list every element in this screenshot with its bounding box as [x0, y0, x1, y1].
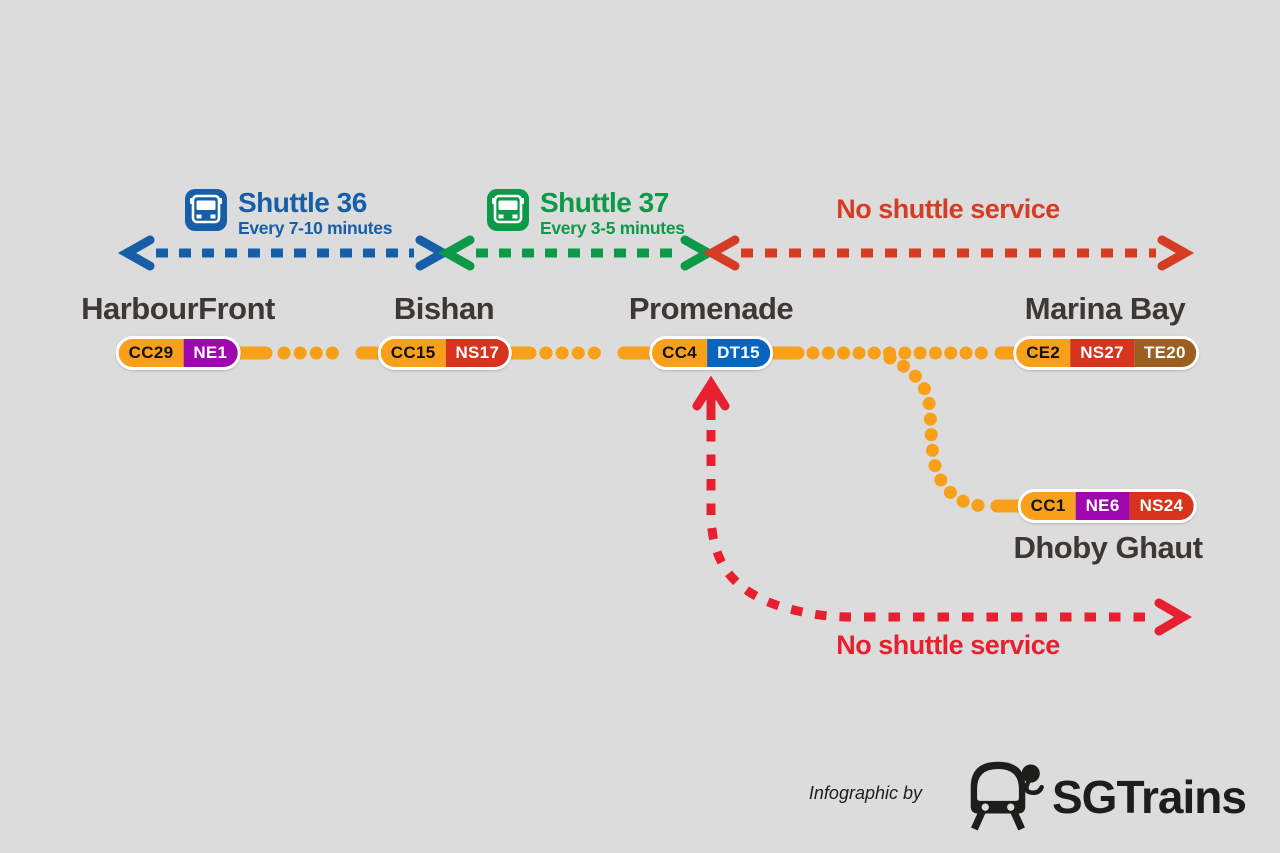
arrow-right-head-icon: [1157, 235, 1195, 271]
station-badge-bishan: CC15 NS17: [377, 336, 513, 370]
arrow-left-head-icon: [117, 235, 155, 271]
line-code-ns24: NS24: [1129, 492, 1194, 520]
train-logo-icon: [970, 761, 1044, 831]
station-name-harbourfront: HarbourFront: [81, 291, 275, 326]
station-name-bishan: Bishan: [393, 291, 495, 326]
shuttle36-name: Shuttle 36: [238, 187, 367, 218]
line-code-ce2: CE2: [1016, 339, 1071, 367]
bus-icon: [487, 189, 529, 231]
shuttle37-frequency: Every 3-5 minutes: [540, 218, 685, 238]
no-service-arrow-top: [702, 235, 1195, 271]
promenade-up-arrow: [692, 375, 730, 420]
shuttle37-arrow: [437, 235, 718, 271]
station-name-promenade: Promenade: [628, 291, 794, 326]
shuttle37-name: Shuttle 37: [540, 187, 669, 218]
shuttle36-label: Shuttle 36 Every 7-10 minutes: [185, 189, 392, 238]
station-name-marina-bay: Marina Bay: [1024, 291, 1186, 326]
line-code-ns17: NS17: [445, 339, 510, 367]
line-code-ne1: NE1: [183, 339, 238, 367]
no-shuttle-service-top: No shuttle service: [836, 194, 1060, 224]
line-code-cc29: CC29: [118, 339, 184, 367]
station-badge-marina-bay: CE2 NS27 TE20: [1013, 336, 1199, 370]
no-shuttle-service-bottom: No shuttle service: [836, 630, 1060, 660]
line-code-dt15: DT15: [707, 339, 770, 367]
station-badge-dhoby-ghaut: CC1 NE6 NS24: [1017, 489, 1197, 523]
shuttle36-frequency: Every 7-10 minutes: [238, 218, 393, 238]
station-name-dhoby-ghaut: Dhoby Ghaut: [1013, 530, 1203, 565]
bus-icon: [185, 189, 227, 231]
shuttle36-arrow: [117, 235, 453, 271]
shuttle37-label: Shuttle 37 Every 3-5 minutes: [487, 189, 685, 238]
line-code-cc15: CC15: [380, 339, 446, 367]
ccl-branch-line: [883, 351, 1029, 513]
arrow-up-head-icon: [692, 375, 730, 411]
arrow-shaft: [706, 430, 1150, 622]
arrow-right-head-icon: [1154, 598, 1192, 636]
line-code-cc1: CC1: [1020, 492, 1076, 520]
no-service-path-bottom: [706, 430, 1192, 636]
arrow-left-head-icon: [437, 235, 475, 271]
line-code-ns27: NS27: [1070, 339, 1134, 367]
brand-name: SGTrains: [1052, 771, 1247, 823]
line-code-ne6: NE6: [1075, 492, 1130, 520]
arrow-left-head-icon: [702, 235, 740, 271]
station-badge-harbourfront: CC29 NE1: [115, 336, 241, 370]
station-badge-promenade: CC4 DT15: [649, 336, 773, 370]
line-code-cc4: CC4: [652, 339, 708, 367]
line-code-te20: TE20: [1133, 339, 1196, 367]
credit-text: Infographic by: [808, 783, 922, 803]
